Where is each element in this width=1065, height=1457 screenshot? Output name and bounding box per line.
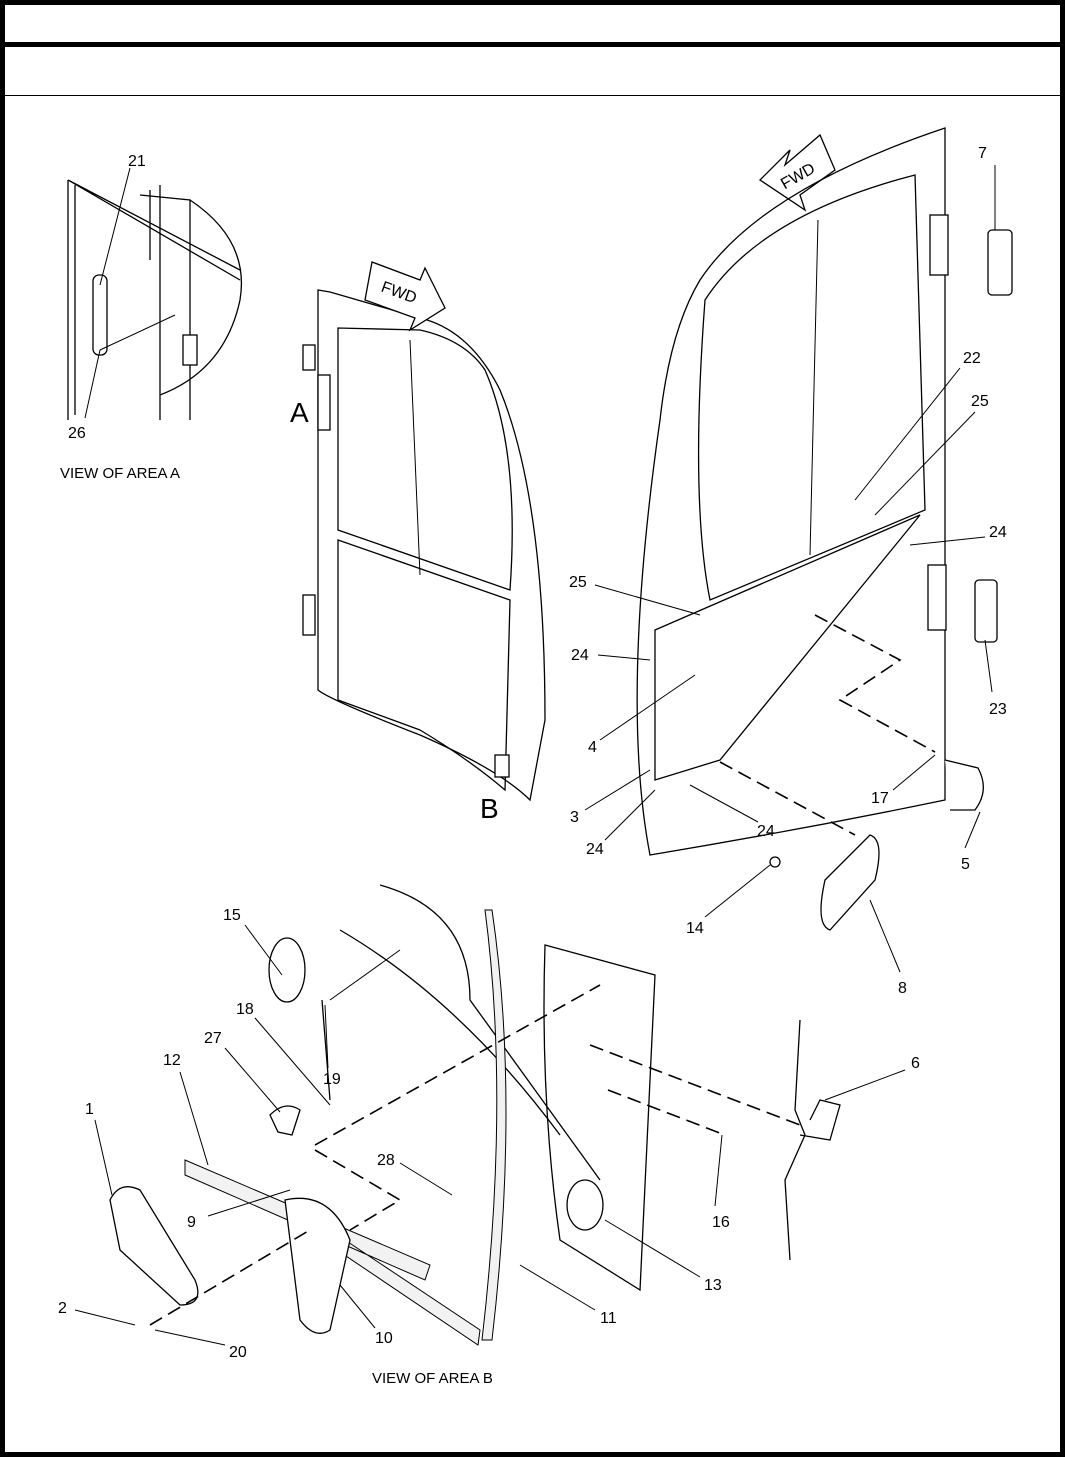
callout: 17 bbox=[871, 790, 889, 807]
callout: 23 bbox=[989, 701, 1007, 718]
latch-bracket bbox=[182, 334, 198, 366]
callout: 18 bbox=[236, 1001, 254, 1018]
area-marker-b: B bbox=[480, 793, 499, 824]
callout: 13 bbox=[704, 1277, 722, 1294]
callout: 25 bbox=[569, 574, 587, 591]
callout-labels: 21 26 7 22 25 24 25 24 4 3 24 24 23 17 5… bbox=[58, 145, 1007, 1361]
callout: 24 bbox=[586, 841, 604, 858]
callout: 16 bbox=[712, 1214, 730, 1231]
callout: 14 bbox=[686, 920, 704, 937]
callout: 15 bbox=[223, 907, 241, 924]
callout: 6 bbox=[911, 1055, 920, 1072]
callout: 11 bbox=[600, 1310, 617, 1327]
callout: 19 bbox=[323, 1071, 341, 1088]
exploded-view-diagram: FWD FWD bbox=[58, 127, 1013, 1387]
callout: 20 bbox=[229, 1344, 247, 1361]
callout: 24 bbox=[757, 823, 775, 840]
callout: 25 bbox=[971, 393, 989, 410]
callout: 10 bbox=[375, 1330, 393, 1347]
handle-8 bbox=[820, 834, 880, 931]
hinge-cover-7 bbox=[987, 229, 1013, 296]
header-band bbox=[5, 5, 1060, 47]
door-right bbox=[636, 127, 1013, 931]
callout: 27 bbox=[204, 1030, 222, 1047]
callout: 9 bbox=[187, 1214, 196, 1231]
door-left bbox=[302, 289, 546, 802]
callout: 5 bbox=[961, 856, 970, 873]
subheader-band bbox=[5, 47, 1060, 96]
callout: 21 bbox=[128, 153, 146, 170]
fwd-arrow-right: FWD bbox=[758, 133, 836, 212]
area-marker-a: A bbox=[290, 397, 309, 428]
cover-13 bbox=[566, 1179, 604, 1231]
handle-1 bbox=[109, 1186, 199, 1306]
callout: 28 bbox=[377, 1152, 395, 1169]
callout: 26 bbox=[68, 425, 86, 442]
callout: 8 bbox=[898, 980, 907, 997]
grab-handle bbox=[92, 274, 108, 356]
detail-view-b bbox=[109, 884, 841, 1346]
door-handle-a bbox=[317, 374, 331, 431]
callout: 1 bbox=[85, 1101, 94, 1118]
callout: 12 bbox=[163, 1052, 181, 1069]
handle-10 bbox=[284, 1197, 351, 1334]
callout: 22 bbox=[963, 350, 981, 367]
callout: 3 bbox=[570, 809, 579, 826]
callout: 24 bbox=[571, 647, 589, 664]
weatherstrip-11 bbox=[481, 909, 507, 1341]
callout: 24 bbox=[989, 524, 1007, 541]
leader-lines bbox=[74, 165, 996, 1346]
knob-27 bbox=[269, 1105, 301, 1136]
detail-view-a bbox=[67, 179, 243, 420]
caption-view-b: VIEW OF AREA B bbox=[372, 1370, 493, 1387]
cover-15 bbox=[268, 937, 306, 1003]
fwd-arrow-left: FWD bbox=[364, 261, 446, 332]
lower-glass bbox=[654, 514, 921, 781]
callout: 7 bbox=[978, 145, 987, 162]
hinge-cover-23 bbox=[974, 579, 998, 643]
callout: 2 bbox=[58, 1300, 67, 1317]
caption-view-a: VIEW OF AREA A bbox=[60, 465, 180, 482]
callout: 4 bbox=[588, 739, 597, 756]
